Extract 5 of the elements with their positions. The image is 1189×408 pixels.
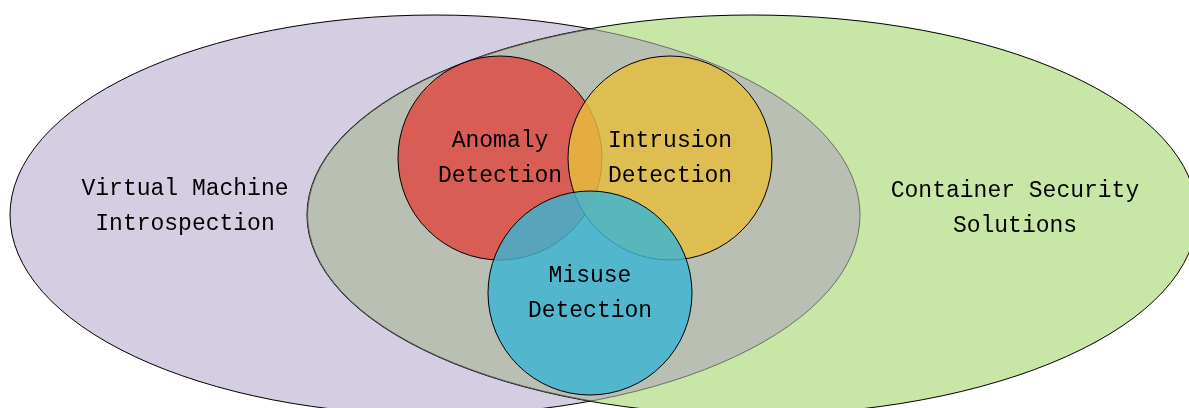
circle-label: Misuse Detection (526, 262, 654, 326)
ellipse-label: Virtual Machine Introspection (80, 175, 290, 239)
circle-label: Intrusion Detection (606, 127, 734, 191)
ellipse-label: Container Security Solutions (889, 177, 1141, 241)
circle-label: Anomaly Detection (436, 127, 564, 191)
